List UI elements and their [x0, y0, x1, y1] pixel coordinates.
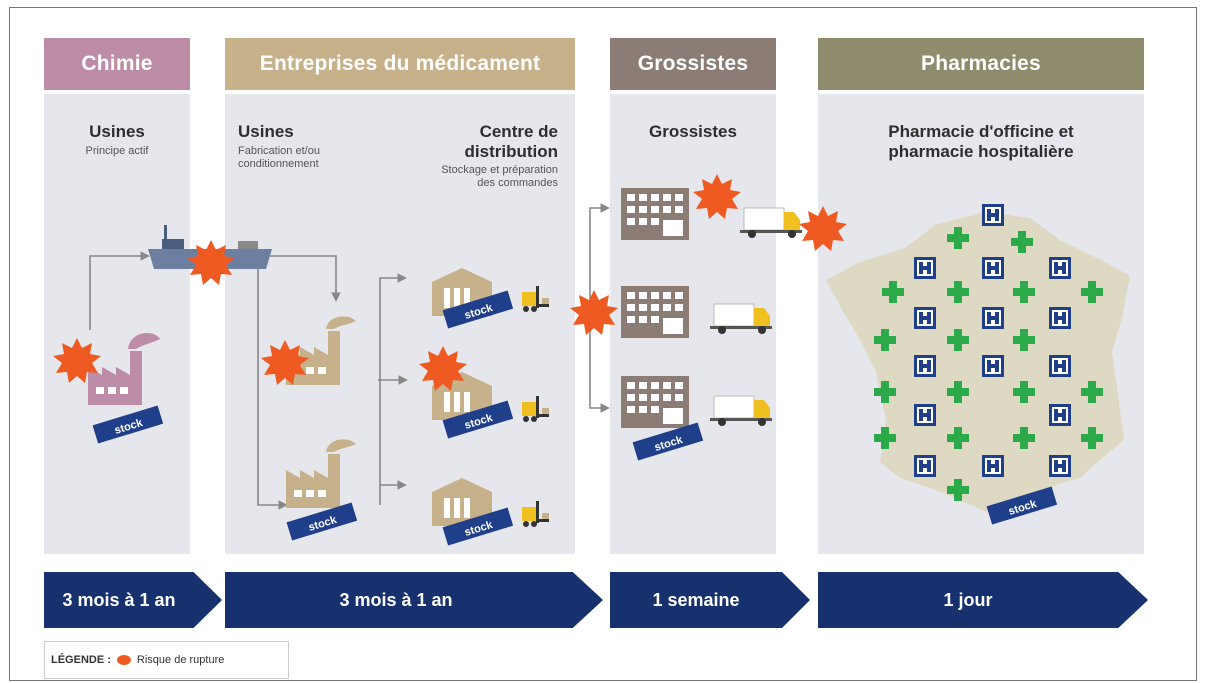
rupture-risk-icon: [187, 240, 235, 285]
grossistes-stage-title: Grossistes: [649, 122, 737, 141]
figure-frame: [9, 7, 1197, 681]
building-icon: [621, 376, 689, 428]
distribution-stage-note: Stockage et préparation des commandes: [441, 164, 558, 189]
building-icon: [621, 188, 689, 240]
truck-icon: [709, 303, 773, 335]
rupture-risk-icon: [116, 655, 131, 665]
building-icon: [621, 286, 689, 338]
forklift-icon: [522, 286, 549, 312]
header-pharmacies: Pharmacies: [818, 38, 1144, 90]
timeline-pharmacies: 1 jour: [818, 572, 1148, 628]
timeline-entreprises: 3 mois à 1 an: [225, 572, 603, 628]
distribution-stage-title: Centre de distribution: [464, 122, 558, 161]
timeline-chimie-label: 3 mois à 1 an: [62, 589, 176, 610]
map-of-france-icon: [826, 212, 1130, 514]
header-entreprises: Entreprises du médicament: [225, 38, 575, 90]
legend-title: LÉGENDE :: [51, 654, 111, 666]
timeline-grossistes: 1 semaine: [610, 572, 810, 628]
header-grossistes: Grossistes: [610, 38, 776, 90]
usines-stage-note: Fabrication et/ou conditionnement: [238, 145, 320, 170]
rupture-risk-icon: [693, 174, 741, 219]
panel-entreprises: [225, 94, 575, 554]
legend-label: Risque de rupture: [136, 654, 225, 666]
legend: LÉGENDE : Risque de rupture: [44, 641, 289, 679]
rupture-risk-icon: [799, 206, 847, 251]
rupture-risk-icon: [570, 290, 618, 335]
panel-chimie: [44, 94, 190, 554]
timeline-grossistes-label: 1 semaine: [652, 589, 740, 610]
truck-icon: [739, 207, 803, 239]
forklift-icon: [522, 501, 549, 527]
timeline-chimie: 3 mois à 1 an: [44, 572, 222, 628]
chimie-stage-title: Usines: [89, 122, 145, 141]
chimie-factory-icon: [88, 333, 160, 405]
forklift-icon: [522, 396, 549, 422]
chimie-stage-note: Principe actif: [85, 145, 149, 157]
timeline-entreprises-label: 3 mois à 1 an: [339, 589, 453, 610]
timeline-pharmacies-label: 1 jour: [943, 589, 993, 610]
factory-icon: [286, 439, 356, 508]
header-chimie: Chimie: [44, 38, 190, 90]
truck-icon: [709, 395, 773, 427]
usines-stage-title: Usines: [238, 122, 294, 141]
pharmacies-stage-title: Pharmacie d'officine et pharmacie hospit…: [888, 122, 1074, 161]
